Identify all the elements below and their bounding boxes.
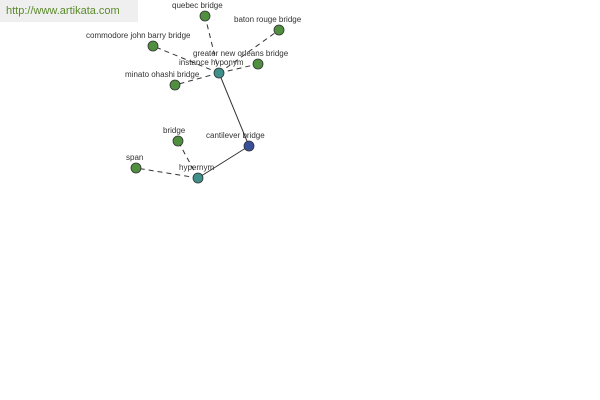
label-minato-ohashi-bridge: minato ohashi bridge: [125, 70, 200, 79]
edge-instance-hyponym-to-quebec: [204, 15, 220, 74]
edge-instance-hyponym-to-commodore: [152, 45, 220, 74]
edge-hypernym-to-span: [135, 167, 199, 179]
node-commodore-john-barry-bridge[interactable]: [147, 40, 159, 52]
node-quebec-bridge[interactable]: [199, 10, 211, 22]
label-commodore-john-barry-bridge: commodore john barry bridge: [86, 31, 191, 40]
node-cantilever-bridge[interactable]: [243, 140, 255, 152]
edge-hypernym-to-bridge: [177, 140, 199, 179]
node-greater-new-orleans-bridge[interactable]: [252, 58, 264, 70]
label-span: span: [126, 153, 143, 162]
label-instance-hyponym: instance hyponym: [179, 58, 244, 67]
label-bridge: bridge: [163, 126, 186, 135]
label-baton-rouge-bridge: baton rouge bridge: [234, 15, 302, 24]
site-url-link[interactable]: http://www.artikata.com: [0, 0, 138, 22]
label-greater-new-orleans-bridge: greater new orleans bridge: [193, 49, 289, 58]
label-hypernym: hypernym: [179, 163, 214, 172]
label-quebec-bridge: quebec bridge: [172, 1, 223, 10]
node-bridge[interactable]: [172, 135, 184, 147]
node-minato-ohashi-bridge[interactable]: [169, 79, 181, 91]
label-cantilever-bridge: cantilever bridge: [206, 131, 265, 140]
edge-center-to-hypernym: [197, 145, 250, 179]
edge-instance-hyponym-to-minato: [174, 72, 220, 86]
node-baton-rouge-bridge[interactable]: [273, 24, 285, 36]
node-instance-hyponym[interactable]: [213, 67, 225, 79]
edge-instance-hyponym-to-greater-new-orleans: [218, 63, 259, 74]
node-hypernym[interactable]: [192, 172, 204, 184]
edge-instance-hyponym-to-baton-rouge: [218, 29, 280, 74]
node-span[interactable]: [130, 162, 142, 174]
edge-center-to-instance-hyponym: [218, 72, 250, 147]
